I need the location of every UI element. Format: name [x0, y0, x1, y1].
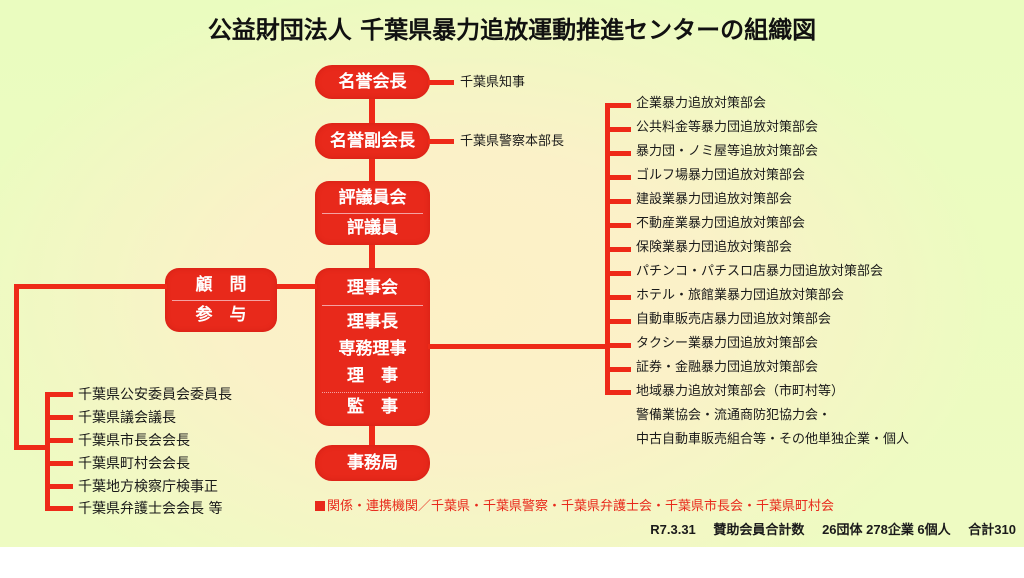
department-item: ゴルフ場暴力団追放対策部会 — [636, 168, 806, 183]
department-tick — [605, 175, 631, 180]
council-body-label: 評議員会 — [338, 187, 407, 208]
honorary-chair-label: 名誉会長 — [338, 71, 407, 92]
board-auditor-divider — [321, 392, 424, 393]
department-tick — [605, 103, 631, 108]
board-body-label: 理事会 — [347, 278, 398, 298]
council-divider — [321, 212, 424, 214]
board-auditor-label: 監 事 — [347, 397, 398, 417]
department-item: 建設業暴力団追放対策部会 — [636, 192, 793, 207]
board-role-managing-director: 専務理事 — [338, 339, 407, 359]
department-tick — [605, 199, 631, 204]
advisor-tick — [45, 438, 73, 443]
department-tick — [605, 223, 631, 228]
advisor-box: 顧 問 参 与 — [165, 268, 277, 332]
advisor-outer-bottom — [14, 445, 50, 450]
department-item: 公共料金等暴力団追放対策部会 — [636, 120, 819, 135]
department-tick — [605, 319, 631, 324]
advisor-member: 千葉県議会議長 — [78, 410, 176, 426]
department-tick — [605, 367, 631, 372]
secretariat-label: 事務局 — [347, 452, 398, 473]
department-item: 地域暴力追放対策部会（市町村等） — [636, 384, 845, 399]
honorary-vice-chair-box: 名誉副会長 — [315, 123, 430, 159]
advisor-tick — [45, 506, 73, 511]
stats-label: 賛助会員合計数 — [713, 522, 805, 537]
board-to-departments-connector — [428, 344, 610, 349]
department-item: 証券・金融暴力団追放対策部会 — [636, 360, 819, 375]
advisor-outer-horizontal — [14, 284, 167, 289]
honorary-chair-holder: 千葉県知事 — [460, 75, 526, 90]
advisor-outer-vertical — [14, 284, 19, 450]
advisor-tick — [45, 415, 73, 420]
other-members-line: 中古自動車販売組合等・その他単独企業・個人 — [636, 432, 910, 447]
honorary-vice-chair-holder: 千葉県警察本部長 — [460, 134, 565, 149]
counselor-label: 参 与 — [195, 304, 247, 325]
advisor-to-board-connector — [275, 284, 317, 289]
honorary-chair-connector — [428, 80, 454, 85]
square-bullet-icon — [315, 501, 325, 511]
department-tick — [605, 151, 631, 156]
honorary-chair-box: 名誉会長 — [315, 65, 430, 99]
council-members-label: 評議員 — [347, 217, 398, 238]
department-item: 自動車販売店暴力団追放対策部会 — [636, 312, 832, 327]
board-role-director: 理 事 — [347, 366, 398, 386]
department-item: タクシー業暴力団追放対策部会 — [636, 336, 819, 351]
advisor-member: 千葉県市長会会長 — [78, 433, 190, 449]
department-item: 企業暴力追放対策部会 — [636, 96, 767, 111]
org-chart-canvas: 公益財団法人 千葉県暴力追放運動推進センターの組織図 名誉会長 千葉県知事 名誉… — [0, 0, 1024, 547]
stats-breakdown: 26団体 278企業 6個人 — [822, 522, 951, 537]
stats-date: R7.3.31 — [650, 522, 696, 537]
page-title: 公益財団法人 千葉県暴力追放運動推進センターの組織図 — [207, 15, 817, 44]
council-box: 評議員会 評議員 — [315, 181, 430, 245]
department-item: 不動産業暴力団追放対策部会 — [636, 216, 806, 231]
department-item: ホテル・旅館業暴力団追放対策部会 — [636, 288, 845, 303]
board-role-chair: 理事長 — [347, 312, 398, 332]
advisor-member: 千葉県公安委員会委員長 — [78, 387, 232, 403]
advisor-tick — [45, 461, 73, 466]
supporting-members-stats: R7.3.31 賛助会員合計数 26団体 278企業 6個人 合計310 — [650, 519, 1016, 538]
department-item: パチンコ・パチスロ店暴力団追放対策部会 — [636, 264, 884, 279]
department-item: 暴力団・ノミ屋等追放対策部会 — [636, 144, 819, 159]
department-tick — [605, 295, 631, 300]
department-tick — [605, 271, 631, 276]
department-tick — [605, 343, 631, 348]
advisor-member: 千葉県町村会会長 — [78, 456, 190, 472]
department-tick — [605, 247, 631, 252]
department-item: 保険業暴力団追放対策部会 — [636, 240, 793, 255]
stats-total: 合計310 — [968, 522, 1016, 537]
advisor-member: 千葉県弁護士会会長 等 — [78, 501, 223, 517]
honorary-vice-chair-label: 名誉副会長 — [330, 130, 415, 151]
advisor-divider — [171, 299, 271, 301]
advisor-tick — [45, 392, 73, 397]
advisor-label: 顧 問 — [195, 274, 247, 295]
other-members-line: 警備業協会・流通商防犯協力会・ — [636, 408, 832, 423]
advisor-tick — [45, 484, 73, 489]
secretariat-box: 事務局 — [315, 445, 430, 481]
department-tick — [605, 127, 631, 132]
department-tick — [605, 390, 631, 395]
honorary-vice-chair-connector — [428, 139, 454, 144]
board-divider — [321, 305, 424, 306]
advisor-inner-vertical — [45, 392, 50, 511]
advisor-member: 千葉地方検察庁検事正 — [78, 479, 218, 495]
related-agencies-note: 関係・連携機関／千葉県・千葉県警察・千葉県弁護士会・千葉県市長会・千葉県町村会 — [315, 495, 834, 514]
related-agencies-text: 関係・連携機関／千葉県・千葉県警察・千葉県弁護士会・千葉県市長会・千葉県町村会 — [327, 499, 835, 514]
board-box: 理事会 理事長 専務理事 理 事 監 事 — [315, 268, 430, 426]
